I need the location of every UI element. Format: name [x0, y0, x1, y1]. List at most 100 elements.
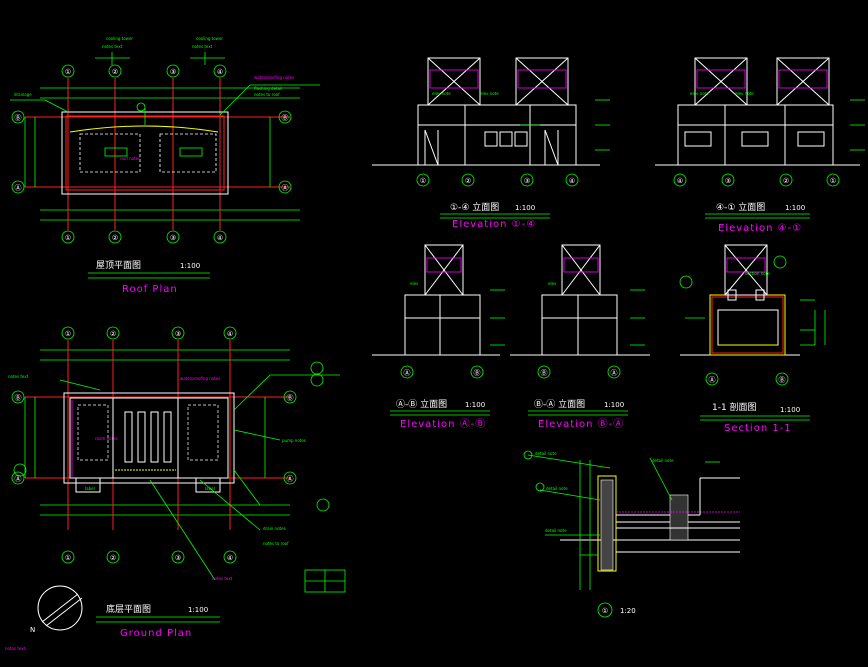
svg-text:②: ②: [112, 68, 118, 76]
elevation-4-1-title: ④-① 立面图 1:100 Elevation ④-①: [705, 201, 810, 234]
svg-text:elev note: elev note: [432, 91, 451, 96]
grid-bubble: ②: [779, 173, 793, 187]
svg-text:elev note: elev note: [735, 91, 754, 96]
svg-text:elev: elev: [410, 281, 419, 286]
grid-bubble: Ⓑ: [470, 365, 484, 379]
elevation-a-b-title: Ⓐ-Ⓑ 立面图 1:100 Elevation Ⓐ-Ⓑ: [390, 398, 490, 430]
elevation-b-a-scale: 1:100: [604, 401, 624, 409]
svg-text:①: ①: [65, 330, 71, 338]
elevation-b-a-title-cn: Ⓑ-Ⓐ 立面图: [534, 398, 585, 410]
svg-text:drain notes: drain notes: [263, 526, 286, 531]
grid-bubble: ③: [166, 64, 180, 78]
grid-bubble: ③: [171, 550, 185, 564]
svg-text:①: ①: [830, 177, 836, 185]
section-title-en: Section 1-1: [724, 423, 792, 434]
grid-bubble: ②: [108, 230, 122, 244]
svg-text:detail note: detail note: [545, 528, 567, 533]
grid-bubble: ①: [826, 173, 840, 187]
svg-text:detail note: detail note: [535, 451, 557, 456]
svg-text:Ⓐ: Ⓐ: [404, 369, 411, 377]
grid-bubble: ③: [171, 326, 185, 340]
grid-bubble: ③: [721, 173, 735, 187]
svg-text:②: ②: [112, 234, 118, 242]
svg-text:notes to roof: notes to roof: [254, 92, 280, 97]
grid-bubble: ②: [106, 550, 120, 564]
svg-text:elev note: elev note: [480, 91, 499, 96]
roof-plan-scale: 1:100: [180, 262, 200, 270]
section-1-1-title: 1-1 剖面图 1:100 Section 1-1: [700, 401, 810, 434]
svg-text:Ⓑ: Ⓑ: [15, 394, 22, 402]
elevation-4-1: elev note elev note: [655, 57, 865, 166]
grid-bubble: Ⓑ: [11, 110, 25, 124]
elevation-a-b-axes: Ⓐ Ⓑ: [400, 365, 484, 379]
svg-text:①: ①: [65, 554, 71, 562]
elevation-b-a-title: Ⓑ-Ⓐ 立面图 1:100 Elevation Ⓑ-Ⓐ: [528, 398, 628, 430]
elevation-1-4: elev note elev note: [372, 57, 610, 166]
elevation-1-4-title-cn: ①-④ 立面图: [450, 201, 499, 213]
ground-plan-scale: 1:100: [188, 606, 208, 614]
svg-text:③: ③: [170, 234, 176, 242]
svg-text:flashing detail: flashing detail: [254, 86, 282, 91]
ground-plan-title: 底层平面图 1:100 Ground Plan notes text: [5, 603, 220, 651]
grid-bubble: ②: [461, 173, 475, 187]
roof-plan: cooling tower notes text cooling tower n…: [10, 36, 320, 230]
elevation-a-b-title-en: Elevation Ⓐ-Ⓑ: [400, 418, 486, 430]
grid-bubble: Ⓑ: [775, 372, 789, 386]
grid-bubble: Ⓐ: [11, 180, 25, 194]
detail-1-title: ① 1:20: [597, 602, 636, 618]
svg-text:notes to roof: notes to roof: [263, 541, 289, 546]
svg-text:notes text: notes text: [212, 576, 233, 581]
svg-text:elev note: elev note: [690, 91, 709, 96]
grid-bubble: Ⓐ: [278, 180, 292, 194]
svg-text:label: label: [85, 486, 95, 491]
svg-text:label: label: [205, 486, 215, 491]
detail-scale: 1:20: [620, 607, 636, 615]
svg-text:Ⓐ: Ⓐ: [282, 184, 289, 192]
grid-bubble: Ⓐ: [400, 365, 414, 379]
elevation-b-a-title-en: Elevation Ⓑ-Ⓐ: [538, 418, 624, 430]
section-scale: 1:100: [780, 406, 800, 414]
svg-text:notes text: notes text: [8, 374, 29, 379]
grid-bubble: Ⓑ: [11, 390, 25, 404]
svg-text:②: ②: [783, 177, 789, 185]
elevation-a-b-title-cn: Ⓐ-Ⓑ 立面图: [396, 398, 447, 410]
elevation-4-1-title-en: Elevation ④-①: [718, 223, 802, 234]
svg-text:waterproofing notes: waterproofing notes: [254, 75, 294, 80]
grid-bubble: ①: [416, 173, 430, 187]
grid-bubble: ④: [223, 326, 237, 340]
roof-plan-title: 屋顶平面图 1:100 Roof Plan: [88, 260, 210, 295]
elevation-4-1-title-cn: ④-① 立面图: [716, 201, 765, 213]
svg-text:Ⓑ: Ⓑ: [287, 394, 294, 402]
svg-text:detail note: detail note: [546, 486, 568, 491]
svg-text:①: ①: [65, 68, 71, 76]
section-1-1: section note: [679, 244, 826, 356]
svg-text:Ⓐ: Ⓐ: [709, 376, 716, 384]
ground-plan: waterproofing notes pump notes drain not…: [8, 340, 346, 593]
grid-bubble: Ⓑ: [278, 110, 292, 124]
roof-plan-grid-bubbles: ① ② ③ ④ ① ② ③ ④ Ⓑ Ⓐ Ⓑ Ⓐ: [11, 64, 292, 244]
grid-bubble: ②: [106, 326, 120, 340]
elevation-b-a: elev: [510, 244, 650, 356]
grid-bubble: ④: [673, 173, 687, 187]
svg-text:elev: elev: [548, 281, 557, 286]
detail-number: ①: [602, 607, 608, 615]
svg-text:Ⓑ: Ⓑ: [282, 114, 289, 122]
svg-text:①: ①: [65, 234, 71, 242]
grid-bubble: Ⓐ: [705, 372, 719, 386]
grid-bubble: Ⓑ: [537, 365, 551, 379]
svg-text:④: ④: [677, 177, 683, 185]
svg-text:Ⓑ: Ⓑ: [474, 369, 481, 377]
svg-text:Ⓐ: Ⓐ: [15, 184, 22, 192]
elevation-a-b: elev: [372, 244, 505, 356]
elevation-b-a-axes: Ⓑ Ⓐ: [537, 365, 621, 379]
svg-text:drainage: drainage: [14, 92, 32, 97]
detail-1: detail note detail note detail note deta…: [523, 450, 740, 590]
roof-plan-title-en: Roof Plan: [122, 284, 178, 295]
ground-plan-title-cn: 底层平面图: [106, 603, 151, 615]
north-arrow-icon: N: [30, 585, 83, 634]
svg-text:section note: section note: [745, 271, 770, 276]
svg-text:Ⓑ: Ⓑ: [779, 376, 786, 384]
svg-text:Ⓐ: Ⓐ: [287, 475, 294, 483]
svg-text:room notes: room notes: [95, 436, 118, 441]
grid-bubble: ③: [520, 173, 534, 187]
